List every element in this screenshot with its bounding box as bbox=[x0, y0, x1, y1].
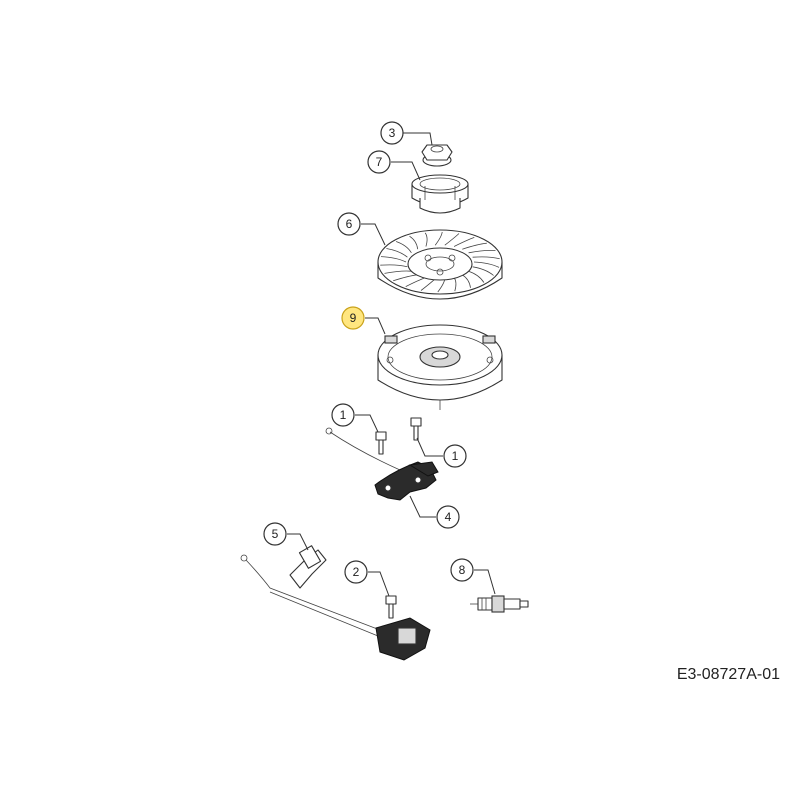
callout-5: 5 bbox=[263, 522, 287, 546]
fan-blade bbox=[472, 266, 494, 276]
part-bolt-right bbox=[410, 417, 422, 441]
fan-blade bbox=[444, 233, 460, 246]
svg-text:1: 1 bbox=[340, 408, 347, 422]
fan-blade bbox=[434, 231, 443, 246]
fan-blade bbox=[473, 261, 500, 268]
fan-blade bbox=[453, 237, 475, 247]
part-flywheel bbox=[377, 324, 503, 410]
callout-1-upper: 1 bbox=[331, 403, 355, 427]
fan-blade bbox=[468, 250, 496, 254]
callout-9-highlighted: 9 bbox=[341, 306, 365, 330]
svg-text:4: 4 bbox=[445, 510, 452, 524]
svg-text:2: 2 bbox=[353, 565, 360, 579]
fan-blade bbox=[386, 248, 408, 258]
part-spark-plug bbox=[470, 595, 529, 613]
fan-blade bbox=[424, 232, 428, 247]
fan-blade bbox=[409, 235, 419, 250]
leader-lines bbox=[287, 132, 496, 597]
fan-blade bbox=[462, 242, 487, 250]
callout-1-lower: 1 bbox=[443, 444, 467, 468]
callout-6: 6 bbox=[337, 212, 361, 236]
part-bolt-coil bbox=[385, 595, 397, 619]
part-starter-cup bbox=[411, 174, 469, 214]
drawing-reference-code: E3-08727A-01 bbox=[676, 666, 780, 683]
part-flywheel-fan bbox=[377, 229, 503, 300]
part-ignition-coil bbox=[240, 545, 431, 661]
svg-text:7: 7 bbox=[376, 155, 383, 169]
callout-2: 2 bbox=[344, 560, 368, 584]
svg-text:9: 9 bbox=[350, 311, 357, 325]
callout-4: 4 bbox=[436, 505, 460, 529]
fan-blade bbox=[380, 264, 408, 268]
svg-text:6: 6 bbox=[346, 217, 353, 231]
fan-blade bbox=[472, 256, 500, 260]
part-bolt-left bbox=[375, 431, 387, 455]
svg-text:5: 5 bbox=[272, 527, 279, 541]
fan-blade bbox=[384, 270, 412, 274]
fan-blade bbox=[380, 256, 407, 263]
callout-3: 3 bbox=[380, 121, 404, 145]
callout-7: 7 bbox=[367, 150, 391, 174]
fan-blade bbox=[462, 274, 471, 288]
callout-8: 8 bbox=[450, 558, 474, 582]
part-ignition-armature bbox=[325, 427, 439, 501]
svg-text:8: 8 bbox=[459, 563, 466, 577]
svg-text:1: 1 bbox=[452, 449, 459, 463]
fan-blade bbox=[395, 241, 412, 254]
svg-text:3: 3 bbox=[389, 126, 396, 140]
part-flange-nut bbox=[421, 144, 453, 167]
fan-blade bbox=[468, 270, 485, 283]
